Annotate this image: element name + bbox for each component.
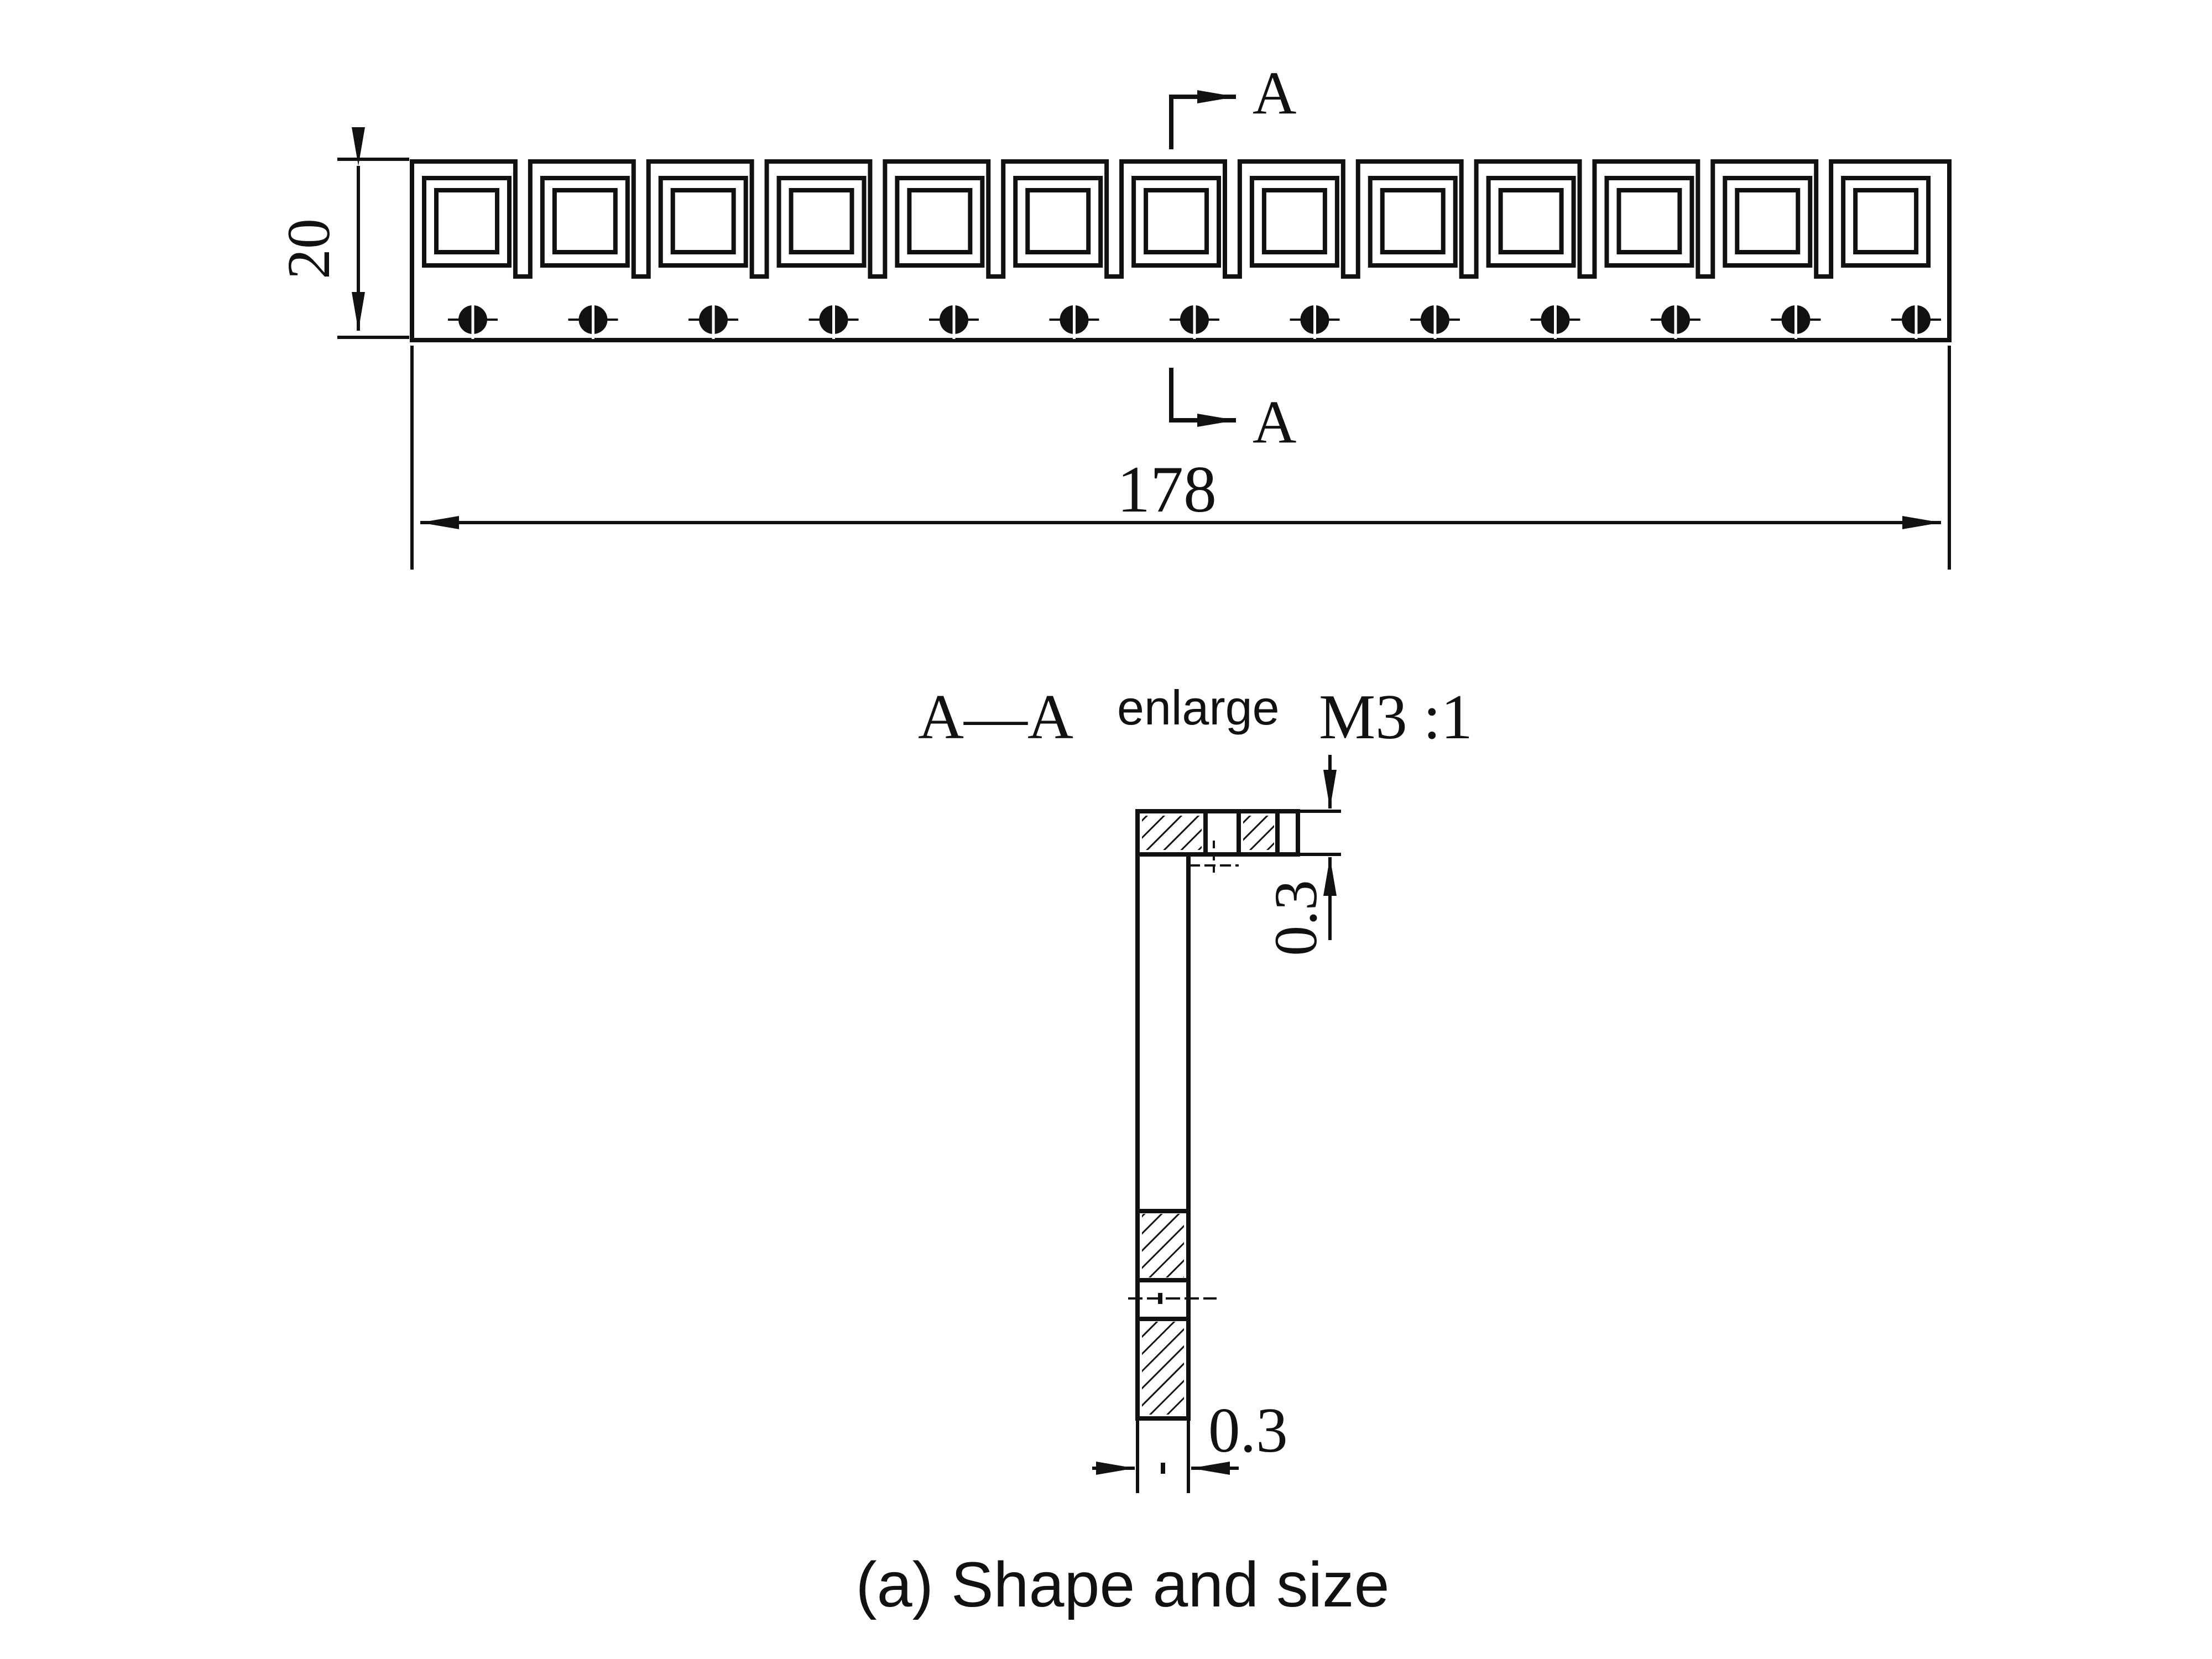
pilot-hole xyxy=(1891,300,1941,339)
section-mark-top: A xyxy=(1169,59,1296,149)
strip-window-inner xyxy=(1380,188,1446,254)
strip-window-inner xyxy=(907,188,973,254)
pilot-hole xyxy=(688,300,738,339)
height-dim-label: 20 xyxy=(275,218,342,279)
strip-window-inner xyxy=(552,188,618,254)
thickness-side-label: 0.3 xyxy=(1208,1395,1288,1465)
strip-window xyxy=(895,176,985,268)
strip-outline xyxy=(410,159,1952,342)
pilot-holes xyxy=(448,300,1941,339)
strip-window xyxy=(658,176,748,268)
strip-window xyxy=(1486,176,1576,268)
strip-windows xyxy=(422,176,1931,268)
strip-window-inner xyxy=(1616,188,1682,254)
thickness-dimension-top: 0.3 xyxy=(1262,755,1341,956)
section-mark-bottom-label: A xyxy=(1253,388,1296,456)
strip-window xyxy=(1249,176,1339,268)
figure-caption: (a) Shape and size xyxy=(855,1550,1389,1620)
section-flange xyxy=(1135,809,1300,877)
strip-window xyxy=(422,176,512,268)
height-dimension: 20 xyxy=(275,127,409,339)
pilot-hole xyxy=(568,300,618,339)
length-dim-label: 178 xyxy=(1117,452,1217,526)
section-title-scale: M3 :1 xyxy=(1319,682,1473,752)
strip-window xyxy=(1604,176,1694,268)
strip-window-inner xyxy=(1498,188,1564,254)
strip-window-inner xyxy=(1853,188,1919,254)
strip-window xyxy=(540,176,630,268)
pilot-hole xyxy=(929,300,979,339)
pilot-hole xyxy=(1290,300,1340,339)
strip-window xyxy=(776,176,867,268)
pilot-hole xyxy=(1410,300,1460,339)
pilot-hole xyxy=(1651,300,1700,339)
section-title-enlarge: enlarge xyxy=(1117,680,1280,735)
section-view-aa: A—A enlarge M3 :1 xyxy=(918,680,1473,1493)
pilot-hole xyxy=(1170,300,1219,339)
strip-window xyxy=(1723,176,1813,268)
strip-window xyxy=(1841,176,1931,268)
strip-window-inner xyxy=(1735,188,1801,254)
pilot-hole xyxy=(808,300,859,339)
strip-window xyxy=(1013,176,1103,268)
length-dimension: 178 xyxy=(410,346,1951,570)
thickness-dimension-side: 0.3 xyxy=(1092,1395,1288,1493)
strip-window-inner xyxy=(1144,188,1209,254)
section-mark-bottom: A xyxy=(1169,368,1296,456)
strip-top-view: 20 178 A A xyxy=(275,59,1952,570)
strip-window-inner xyxy=(789,188,854,254)
strip-window xyxy=(1131,176,1222,268)
section-web xyxy=(1128,852,1217,1421)
thickness-top-label: 0.3 xyxy=(1262,880,1329,956)
strip-window xyxy=(1368,176,1458,268)
strip-window-inner xyxy=(1261,188,1327,254)
pilot-hole xyxy=(448,300,498,339)
pilot-hole xyxy=(1049,300,1099,339)
section-mark-top-label: A xyxy=(1253,59,1296,127)
strip-window-inner xyxy=(1025,188,1091,254)
pilot-hole xyxy=(1771,300,1821,339)
strip-window-inner xyxy=(434,188,499,254)
section-title-aa: A—A xyxy=(918,682,1073,752)
strip-window-inner xyxy=(670,188,736,254)
pilot-hole xyxy=(1530,300,1580,339)
